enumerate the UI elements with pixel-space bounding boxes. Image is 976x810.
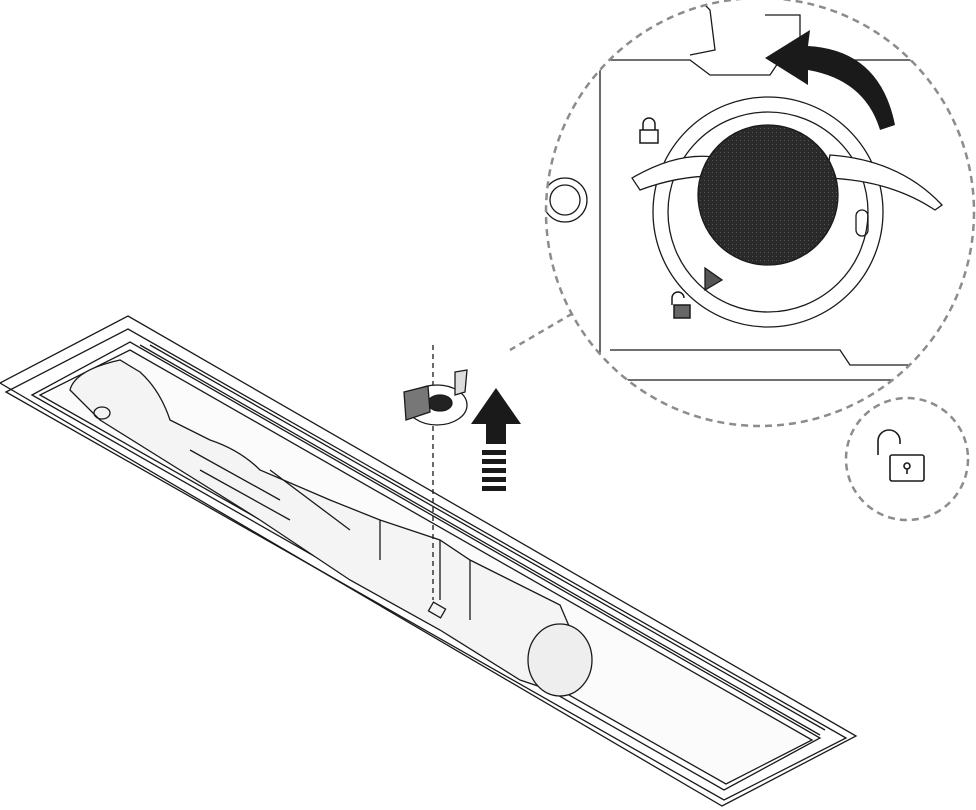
lock-icon bbox=[639, 117, 659, 144]
rotate-counterclockwise-arrow-icon bbox=[765, 30, 895, 130]
unlock-indicator-circle bbox=[844, 396, 970, 522]
up-arrow-icon bbox=[471, 388, 521, 491]
filter-tray bbox=[0, 315, 858, 807]
unlock-keyhole-icon bbox=[877, 429, 925, 482]
unlock-icon bbox=[671, 291, 691, 319]
filter-cup bbox=[403, 369, 468, 426]
detail-magnifier-circle bbox=[544, 0, 976, 428]
